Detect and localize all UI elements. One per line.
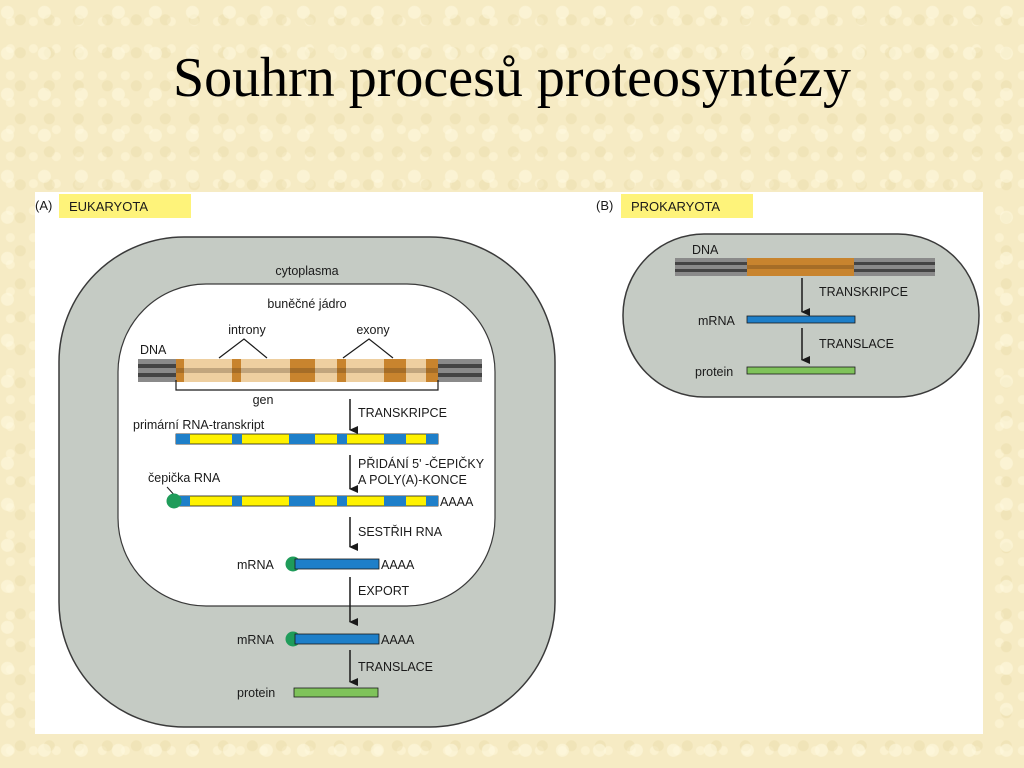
exon-block xyxy=(337,359,346,382)
nucleus-label: buněčné jádro xyxy=(267,297,346,311)
panel-a-label-bg xyxy=(59,194,191,218)
exons-pointer xyxy=(342,338,394,359)
capping-label-line2: A POLY(A)-KONCE xyxy=(358,473,467,487)
panel-b-label: PROKARYOTA xyxy=(631,199,720,214)
exon-block xyxy=(426,359,438,382)
panel-b-label-bg xyxy=(621,194,753,218)
capped-rna-transcript xyxy=(175,495,439,507)
polya-3: AAAA xyxy=(381,633,415,647)
pro-protein-bar xyxy=(746,366,856,375)
mrna-cytoplasmic xyxy=(294,633,380,645)
eu-gene-region xyxy=(176,359,438,382)
capping-label-line1: PŘIDÁNÍ 5' -ČEPIČKY xyxy=(358,456,485,471)
rna-cap-1 xyxy=(166,493,182,509)
panel-a-tag: (A) xyxy=(35,198,52,213)
eu-protein-label: protein xyxy=(237,686,275,700)
mrna-label-1: mRNA xyxy=(237,558,274,572)
pro-mrna-label: mRNA xyxy=(698,314,735,328)
polya-2: AAAA xyxy=(381,558,415,572)
gene-bracket xyxy=(175,380,439,391)
pro-mrna-bar xyxy=(746,315,856,324)
rna-cap-label: čepička RNA xyxy=(148,471,221,485)
introns-pointer xyxy=(218,338,268,359)
proteosynthesis-figure: (A) EUKARYOTA cytoplasma buněčné jádro i… xyxy=(35,192,983,734)
pro-gene-region xyxy=(747,258,854,276)
introns-label: introny xyxy=(228,323,266,337)
exon-block xyxy=(290,359,315,382)
export-label: EXPORT xyxy=(358,584,410,598)
eu-transcription-label: TRANSKRIPCE xyxy=(358,406,447,420)
panel-b-tag: (B) xyxy=(596,198,613,213)
cytoplasm-label: cytoplasma xyxy=(275,264,338,278)
eu-dna-label: DNA xyxy=(140,343,167,357)
exons-label: exony xyxy=(356,323,390,337)
gene-label: gen xyxy=(253,393,274,407)
figure-svg: (A) EUKARYOTA cytoplasma buněčné jádro i… xyxy=(35,194,980,728)
pro-dna-strands xyxy=(675,258,935,276)
pro-dna-label: DNA xyxy=(692,243,719,257)
pro-translation-label: TRANSLACE xyxy=(819,337,894,351)
mrna-label-2: mRNA xyxy=(237,633,274,647)
exon-block xyxy=(176,359,184,382)
polya-1: AAAA xyxy=(440,495,474,509)
exon-block xyxy=(384,359,406,382)
panel-a-label: EUKARYOTA xyxy=(69,199,148,214)
pro-transcription-label: TRANSKRIPCE xyxy=(819,285,908,299)
nucleus-compartment xyxy=(117,283,496,607)
mrna-nuclear xyxy=(294,558,380,570)
exon-block xyxy=(232,359,241,382)
eu-protein-bar xyxy=(293,687,379,698)
primary-transcript-label: primární RNA-transkript xyxy=(133,418,265,432)
splicing-label: SESTŘIH RNA xyxy=(358,524,443,539)
slide-title: Souhrn procesů proteosyntézy xyxy=(172,47,852,109)
eu-translation-label: TRANSLACE xyxy=(358,660,433,674)
primary-rna-transcript xyxy=(175,433,439,445)
pro-protein-label: protein xyxy=(695,365,733,379)
